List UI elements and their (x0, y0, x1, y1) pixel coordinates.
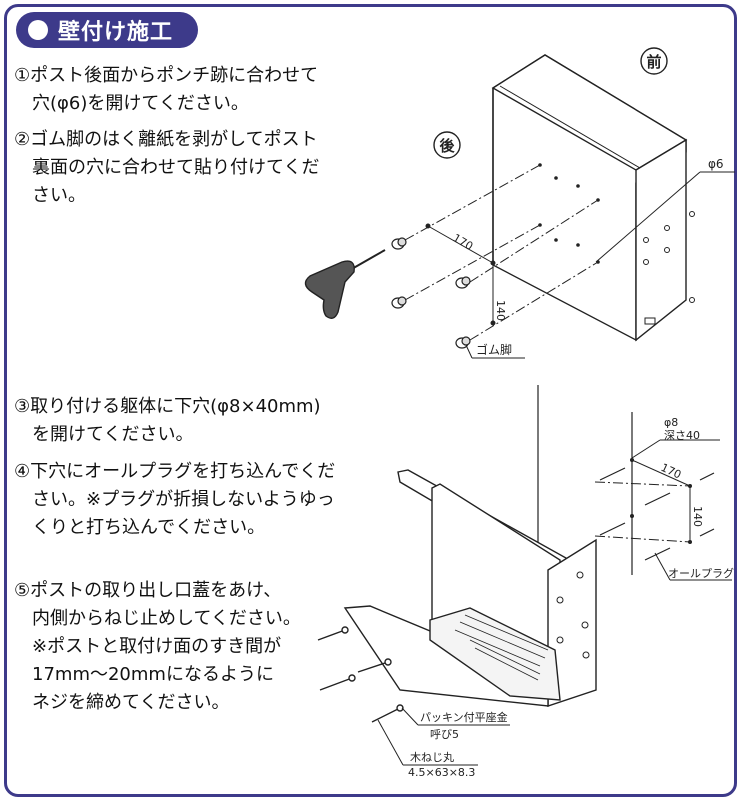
post-side-face (635, 138, 687, 342)
dim-height-label-1: 140 (494, 300, 507, 321)
step-5-line-1: ⑤ポストの取り出し口蓋をあけ、 (14, 580, 282, 601)
dim-width-label-2: 170 (659, 461, 684, 482)
pilot-hole-diameter-label: φ8 (664, 416, 678, 429)
step-2: ②ゴム脚のはく離紙を剥がしてポスト 裏面の穴に合わせて貼り付けてくだ さい。 (14, 126, 319, 210)
bullet-circle-icon (28, 20, 48, 40)
front-marker: 前 (640, 47, 668, 75)
screw-size-label: 4.5×63×8.3 (408, 766, 475, 779)
wood-screws (317, 626, 404, 723)
step-5: ⑤ポストの取り出し口蓋をあけ、 内側からねじ止めしてください。 ※ポストと取付け… (14, 577, 301, 717)
front-label: 前 (646, 53, 661, 71)
step-3-line-2: を開けてください。 (32, 424, 194, 445)
step-3: ③取り付ける躯体に下穴(φ8×40mm) を開けてください。 (14, 393, 321, 449)
step-1: ①ポスト後面からポンチ跡に合わせて 穴(φ6)を開けてください。 (14, 62, 318, 118)
back-label: 後 (438, 137, 455, 155)
hole-phi6-label: φ6 (708, 157, 724, 171)
section-title: 壁付け施工 (58, 20, 174, 45)
step-5-line-2: 内側からねじ止めしてください。 (32, 608, 301, 629)
rubber-foot-4 (455, 336, 471, 349)
rubber-foot-3 (455, 276, 471, 289)
screw-type-label: 木ねじ丸 (410, 751, 454, 764)
washer-label: パッキン付平座金 (420, 710, 508, 724)
rubber-foot-2 (391, 296, 407, 309)
post-box-open (343, 469, 597, 707)
step-5-line-3: ※ポストと取付け面のすき間が (32, 636, 282, 657)
step-4-line-1: ④下穴にオールプラグを打ち込んでくだ (14, 461, 336, 482)
screwdriver-icon (304, 249, 386, 319)
step-1-line-1: ①ポスト後面からポンチ跡に合わせて (14, 65, 319, 86)
step-3-line-1: ③取り付ける躯体に下穴(φ8×40mm) (14, 396, 321, 417)
step-4: ④下穴にオールプラグを打ち込んでくだ さい。※プラグが折損しないようゆっ くりと… (14, 458, 335, 542)
rubber-foot-1 (391, 237, 407, 250)
step-4-line-2: さい。※プラグが折損しないようゆっ (32, 489, 335, 510)
section-title-badge: 壁付け施工 (16, 12, 198, 48)
washer-size-label: 呼び5 (430, 728, 459, 741)
step-1-line-2: 穴(φ6)を開けてください。 (32, 93, 249, 114)
dim-height-label-2: 140 (691, 506, 704, 527)
all-plug-label: オールプラグ (668, 566, 734, 580)
step-5-line-5: ネジを締めてください。 (32, 692, 230, 713)
step-2-line-3: さい。 (32, 185, 86, 206)
step-2-line-2: 裏面の穴に合わせて貼り付けてくだ (32, 157, 320, 178)
wall-plugs (599, 467, 715, 561)
rubber-foot-label: ゴム脚 (476, 342, 512, 357)
pilot-hole-depth-label: 深さ40 (664, 429, 700, 442)
step-5-line-4: 17mm〜20mmになるように (32, 664, 274, 685)
step-4-line-3: くりと打ち込んでください。 (32, 517, 266, 538)
step-2-line-1: ②ゴム脚のはく離紙を剥がしてポスト (14, 129, 318, 150)
back-marker: 後 (433, 131, 461, 159)
